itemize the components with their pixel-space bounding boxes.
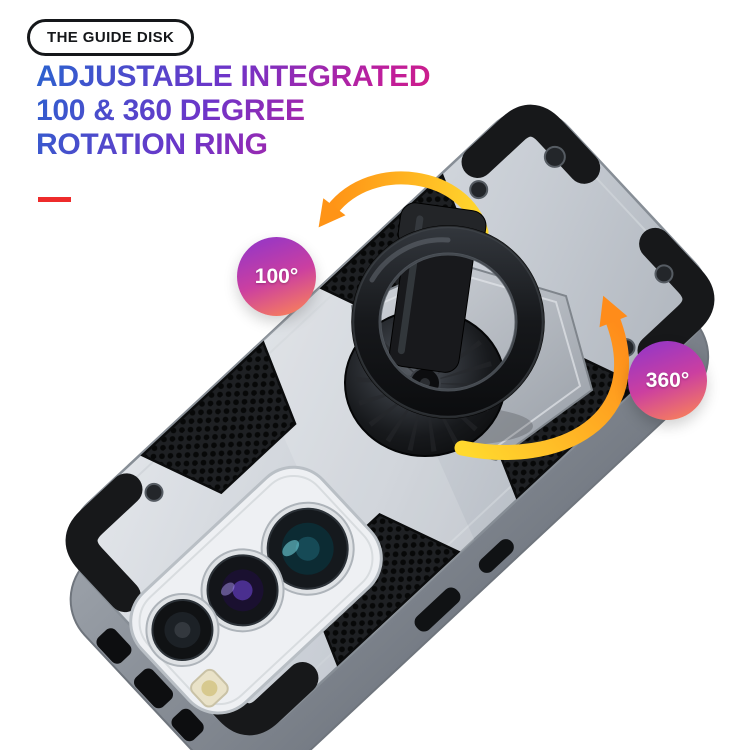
side-button-volume xyxy=(414,587,461,632)
port-cutout-3 xyxy=(171,708,204,742)
guide-disk-badge-label: THE GUIDE DISK xyxy=(47,29,175,46)
kickstand-ring xyxy=(351,225,545,419)
accent-underline xyxy=(38,197,71,202)
angle-badge-360: 360° xyxy=(628,341,707,420)
bumper-far-bottom xyxy=(637,227,715,367)
camera-lens-1 xyxy=(260,501,355,596)
armor-patch-top-left xyxy=(140,340,297,495)
port-cutout-1 xyxy=(96,628,132,664)
headline-line-1: ADJUSTABLE INTEGRATED xyxy=(36,60,431,93)
bumper-near-top xyxy=(65,473,143,613)
guide-disk-badge: THE GUIDE DISK xyxy=(27,19,195,56)
headline-line-3: ROTATION RING xyxy=(36,128,268,161)
camera-module xyxy=(129,465,383,715)
angle-badge-360-label: 360° xyxy=(645,368,690,392)
arrowhead-360 xyxy=(599,295,628,328)
camera-lens-2 xyxy=(200,548,285,633)
camera-flash xyxy=(190,668,229,708)
headline: ADJUSTABLE INTEGRATED 100 & 360 DEGREE R… xyxy=(36,60,496,162)
port-cutout-2 xyxy=(133,668,174,709)
side-button-power xyxy=(478,539,514,573)
angle-badge-100: 100° xyxy=(237,237,316,316)
headline-line-2: 100 & 360 DEGREE xyxy=(36,94,305,127)
camera-lens-3 xyxy=(145,592,220,667)
angle-badge-100-label: 100° xyxy=(254,264,299,288)
arrowhead-100 xyxy=(318,198,346,228)
bumper-far-top xyxy=(461,104,601,184)
rotation-arrow-360 xyxy=(454,295,630,460)
